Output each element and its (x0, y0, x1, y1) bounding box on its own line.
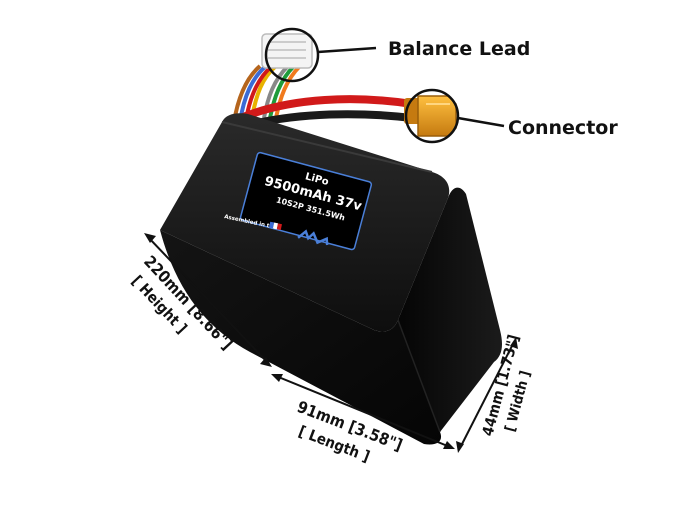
height-dimension-arrow (144, 233, 272, 367)
length-dimension-arrow (271, 374, 455, 449)
battery-pack (160, 113, 502, 445)
width-dimension-arrow (456, 337, 518, 453)
balance-plug (261, 33, 313, 69)
connector-label: Connector (508, 117, 618, 139)
balance-lead-callout (264, 27, 377, 83)
balance-lead-label: Balance Lead (388, 38, 530, 60)
xt90-connector (404, 95, 457, 137)
brand-logo (297, 229, 329, 246)
connector-callout (404, 88, 505, 144)
